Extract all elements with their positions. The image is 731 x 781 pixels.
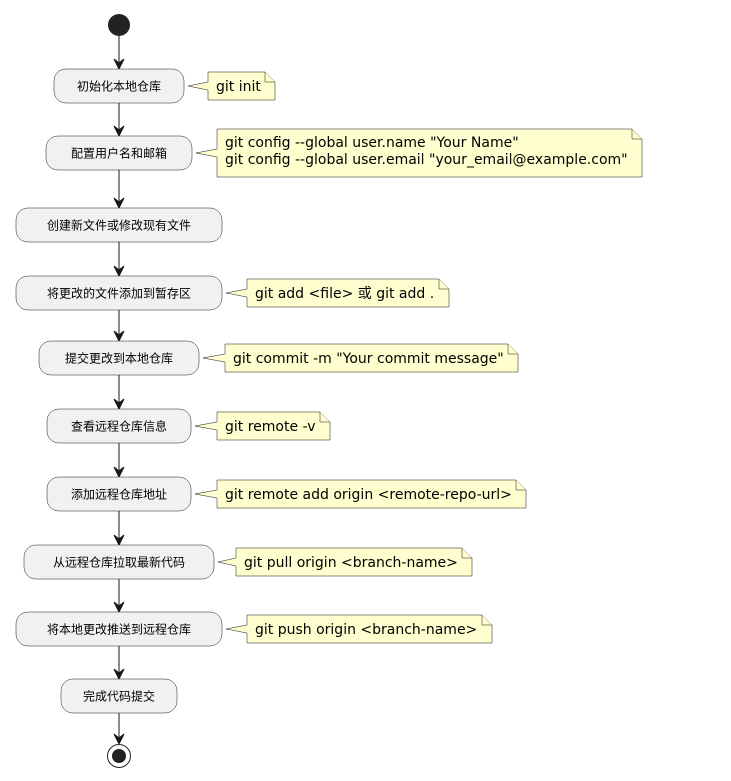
activity-nodes: 初始化本地仓库配置用户名和邮箱创建新文件或修改现有文件将更改的文件添加到暂存区提… bbox=[15, 68, 223, 714]
note-6: git remote -v bbox=[194, 411, 331, 441]
note-text: git config --global user.name "Your Name… bbox=[225, 135, 519, 151]
flow-arrow bbox=[113, 36, 125, 71]
flow-arrow bbox=[113, 375, 125, 411]
note-text: git init bbox=[216, 79, 261, 95]
activity-7: 添加远程仓库地址 bbox=[46, 476, 192, 512]
activity-2: 配置用户名和邮箱 bbox=[45, 135, 193, 171]
note-fold bbox=[438, 279, 449, 290]
activity-4: 将更改的文件添加到暂存区 bbox=[15, 275, 223, 311]
activity-8: 从远程仓库拉取最新代码 bbox=[23, 544, 215, 580]
activity-box bbox=[23, 544, 215, 580]
activity-box bbox=[53, 68, 185, 104]
note-4: git add <file> 或 git add . bbox=[225, 278, 450, 308]
activity-10: 完成代码提交 bbox=[60, 678, 178, 714]
note-fold bbox=[631, 129, 642, 140]
end-node bbox=[107, 744, 131, 768]
flow-arrow bbox=[113, 103, 125, 138]
note-fold bbox=[507, 344, 518, 355]
note-1: git init bbox=[187, 71, 276, 101]
flow-edges bbox=[113, 36, 125, 746]
note-fold bbox=[461, 548, 472, 559]
activity-1: 初始化本地仓库 bbox=[53, 68, 185, 104]
note-2: git config --global user.name "Your Name… bbox=[195, 128, 643, 178]
note-text: git commit -m "Your commit message" bbox=[233, 351, 504, 367]
note-text: git remote -v bbox=[225, 419, 316, 435]
note-7: git remote add origin <remote-repo-url> bbox=[194, 479, 527, 509]
note-9: git push origin <branch-name> bbox=[225, 614, 493, 644]
activity-9: 将本地更改推送到远程仓库 bbox=[15, 611, 223, 647]
note-5: git commit -m "Your commit message" bbox=[202, 343, 519, 373]
flow-arrow bbox=[113, 443, 125, 479]
activity-label: 将本地更改推送到远程仓库 bbox=[47, 622, 191, 637]
note-text: git add <file> 或 git add . bbox=[255, 286, 434, 302]
note-fold bbox=[264, 72, 275, 83]
activity-label: 创建新文件或修改现有文件 bbox=[47, 218, 191, 233]
flow-arrow bbox=[113, 646, 125, 681]
flow-arrow bbox=[113, 310, 125, 343]
note-box bbox=[217, 547, 473, 577]
activity-3: 创建新文件或修改现有文件 bbox=[15, 207, 223, 243]
note-nodes: git init git config --global user.name "Y… bbox=[187, 71, 643, 644]
activity-5: 提交更改到本地仓库 bbox=[38, 340, 200, 376]
note-text: git pull origin <branch-name> bbox=[244, 555, 458, 571]
note-box bbox=[187, 71, 276, 101]
note-box bbox=[225, 614, 493, 644]
activity-6: 查看远程仓库信息 bbox=[46, 408, 192, 444]
flow-arrow bbox=[113, 511, 125, 547]
note-fold bbox=[515, 480, 526, 491]
activity-box bbox=[15, 207, 223, 243]
activity-label: 查看远程仓库信息 bbox=[71, 419, 167, 434]
activity-box bbox=[60, 678, 178, 714]
activity-label: 提交更改到本地仓库 bbox=[65, 351, 173, 366]
activity-label: 配置用户名和邮箱 bbox=[71, 146, 167, 161]
note-text: git remote add origin <remote-repo-url> bbox=[225, 487, 512, 503]
note-text: git push origin <branch-name> bbox=[255, 622, 477, 638]
note-fold bbox=[319, 412, 330, 423]
activity-label: 添加远程仓库地址 bbox=[71, 487, 167, 502]
activity-box bbox=[46, 408, 192, 444]
note-text: git config --global user.email "your_ema… bbox=[225, 152, 628, 168]
activity-box bbox=[15, 275, 223, 311]
flow-arrow bbox=[113, 579, 125, 614]
activity-label: 完成代码提交 bbox=[83, 689, 155, 704]
activity-box bbox=[38, 340, 200, 376]
note-8: git pull origin <branch-name> bbox=[217, 547, 473, 577]
activity-box bbox=[46, 476, 192, 512]
activity-label: 将更改的文件添加到暂存区 bbox=[47, 286, 191, 301]
activity-box bbox=[15, 611, 223, 647]
start-node bbox=[108, 14, 130, 36]
activity-label: 初始化本地仓库 bbox=[77, 79, 161, 94]
flow-arrow bbox=[113, 170, 125, 210]
flow-arrow bbox=[113, 713, 125, 746]
note-fold bbox=[481, 615, 492, 626]
activity-box bbox=[45, 135, 193, 171]
activity-label: 从远程仓库拉取最新代码 bbox=[53, 555, 185, 570]
flow-arrow bbox=[113, 242, 125, 278]
